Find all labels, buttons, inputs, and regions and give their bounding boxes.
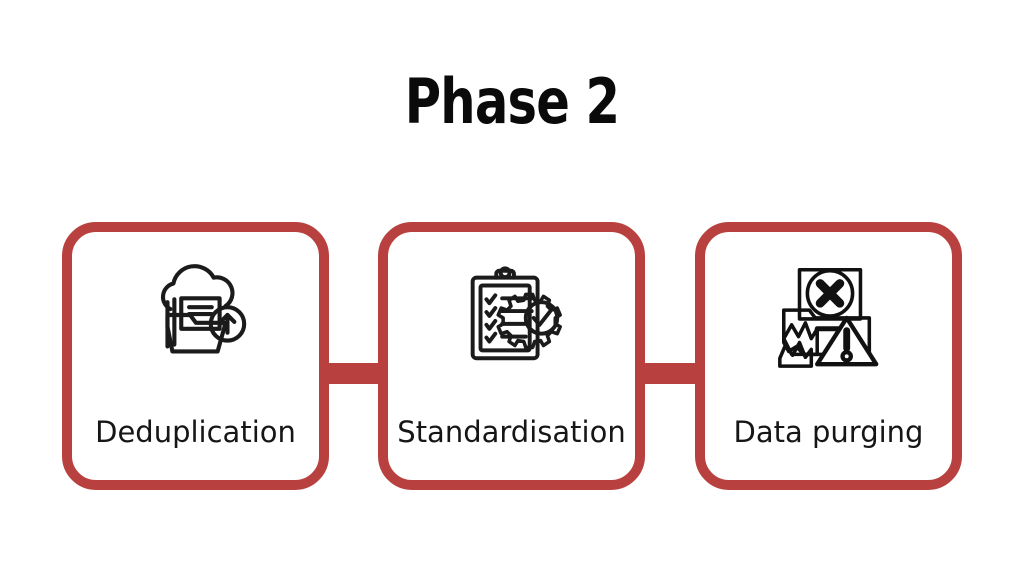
page-title: Phase 2 — [404, 65, 620, 138]
cloud-folder-upload-icon — [72, 254, 319, 376]
phase-card-standardisation[interactable]: Standardisation — [378, 222, 645, 490]
phase-card-label: Data purging — [733, 415, 924, 449]
phase-card-row: Deduplication — [0, 222, 1024, 492]
phase-card-label: Standardisation — [397, 415, 626, 449]
connector-1-2 — [321, 363, 387, 384]
connector-2-3 — [638, 363, 704, 384]
phase-card-data-purging[interactable]: Data purging — [695, 222, 962, 490]
clipboard-checklist-gear-icon — [388, 254, 635, 376]
document-delete-warning-icon — [705, 254, 952, 376]
phase-card-label: Deduplication — [95, 415, 296, 449]
phase-card-deduplication[interactable]: Deduplication — [62, 222, 329, 490]
